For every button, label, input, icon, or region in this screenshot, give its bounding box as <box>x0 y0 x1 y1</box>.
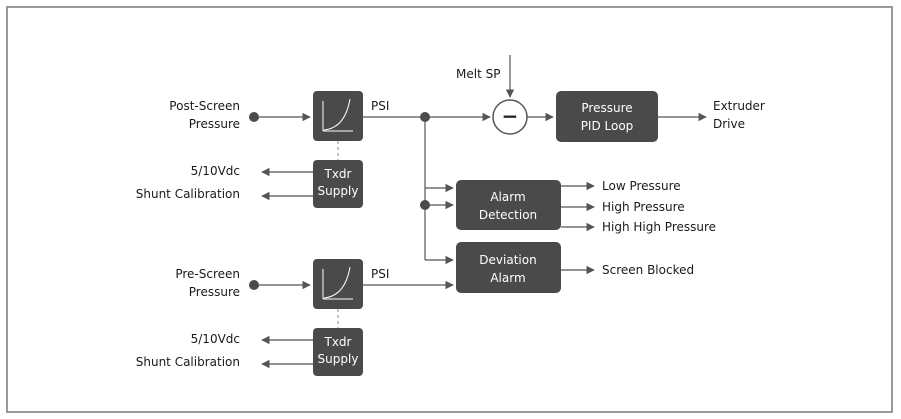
pid-loop-block <box>556 91 658 142</box>
vdc-label-top: 5/10Vdc <box>191 164 240 178</box>
extruder-line2: Drive <box>713 117 745 131</box>
pid-line1: Pressure <box>581 101 632 115</box>
curve-icon-top <box>322 98 353 132</box>
pre-screen-label-1: Pre-Screen <box>175 267 240 281</box>
psi-label-top: PSI <box>371 99 389 113</box>
shunt-label-bottom: Shunt Calibration <box>136 355 240 369</box>
txdr-top-line2: Supply <box>318 184 359 198</box>
txdr-bottom-line1: Txdr <box>324 335 352 349</box>
deviation-line1: Deviation <box>479 253 536 267</box>
curve-icon-bottom <box>322 266 353 300</box>
alarm-line2: Detection <box>479 208 537 222</box>
linearizer-block-bottom <box>313 259 363 309</box>
high-high-pressure-label: High High Pressure <box>602 220 716 234</box>
linearizer-block-top <box>313 91 363 141</box>
pre-screen-label-2: Pressure <box>189 285 240 299</box>
melt-sp-label: Melt SP <box>456 67 500 81</box>
shunt-label-top: Shunt Calibration <box>136 187 240 201</box>
deviation-line2: Alarm <box>490 271 525 285</box>
pre-screen-input-node <box>249 280 259 290</box>
post-screen-input-node <box>249 112 259 122</box>
alarm-line1: Alarm <box>490 190 525 204</box>
alarm-detection-block <box>456 180 561 230</box>
pid-line2: PID Loop <box>581 119 634 133</box>
screen-blocked-label: Screen Blocked <box>602 263 694 277</box>
diagram-frame <box>6 6 893 413</box>
summing-minus-icon: − <box>502 104 519 128</box>
deviation-alarm-block <box>456 242 561 293</box>
vdc-label-bottom: 5/10Vdc <box>191 332 240 346</box>
extruder-line1: Extruder <box>713 99 765 113</box>
txdr-top-line1: Txdr <box>324 167 352 181</box>
txdr-supply-block-top <box>313 160 363 208</box>
psi-label-bottom: PSI <box>371 267 389 281</box>
txdr-bottom-line2: Supply <box>318 352 359 366</box>
post-screen-label-2: Pressure <box>189 117 240 131</box>
low-pressure-label: Low Pressure <box>602 179 681 193</box>
txdr-supply-block-bottom <box>313 328 363 376</box>
high-pressure-label: High Pressure <box>602 200 685 214</box>
post-screen-label-1: Post-Screen <box>169 99 240 113</box>
